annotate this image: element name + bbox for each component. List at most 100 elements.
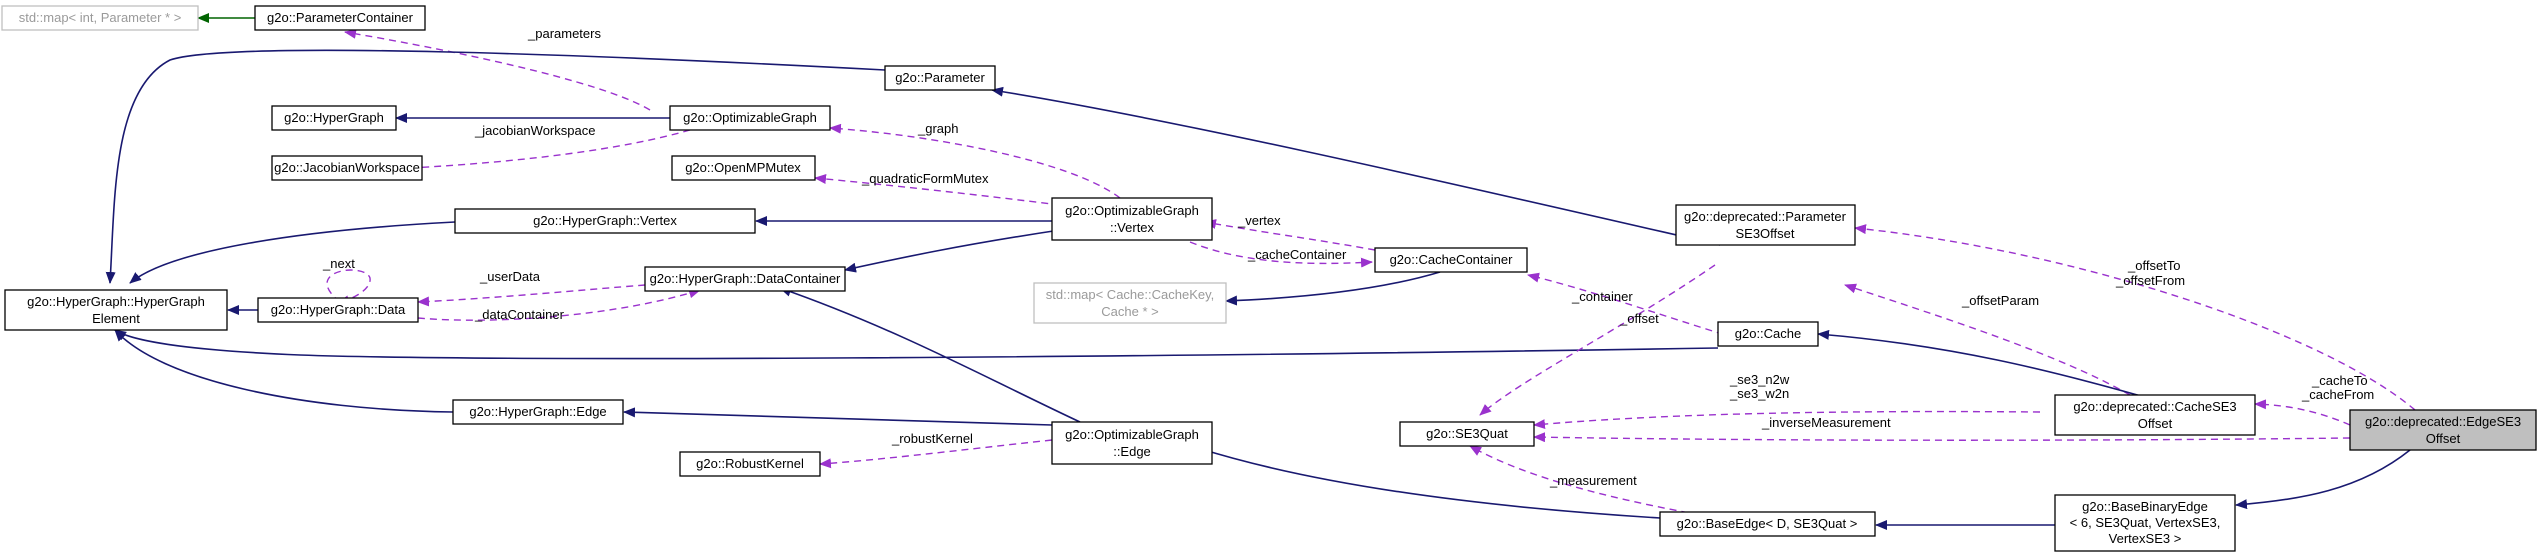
node-optimizable-graph-vertex[interactable]: g2o::OptimizableGraph ::Vertex (1051, 197, 1213, 241)
label-inverse-measurement: _inverseMeasurement (1761, 415, 1891, 430)
svg-text:g2o::OptimizableGraph: g2o::OptimizableGraph (1065, 427, 1199, 442)
svg-text:g2o::HyperGraph::DataContainer: g2o::HyperGraph::DataContainer (650, 271, 841, 286)
svg-text:g2o::HyperGraph::HyperGraph: g2o::HyperGraph::HyperGraph (27, 294, 205, 309)
svg-text:SE3Offset: SE3Offset (1735, 226, 1794, 241)
node-openmp-mutex[interactable]: g2o::OpenMPMutex (671, 155, 816, 181)
edge-parameter-element (105, 49, 886, 284)
svg-text:g2o::CacheContainer: g2o::CacheContainer (1390, 252, 1514, 267)
label-cache-container: _cacheContainer (1247, 247, 1347, 262)
edge-cache-element (114, 329, 1719, 360)
label-graph: _graph (917, 121, 958, 136)
node-robust-kernel[interactable]: g2o::RobustKernel (679, 451, 821, 477)
edge-vertex (1204, 219, 1376, 251)
svg-text:g2o::deprecated::CacheSE3: g2o::deprecated::CacheSE3 (2073, 399, 2236, 414)
label-measurement: _measurement (1549, 473, 1637, 488)
svg-text:g2o::SE3Quat: g2o::SE3Quat (1426, 426, 1508, 441)
edge-jacobian-workspace (409, 129, 691, 173)
edges (105, 13, 2416, 530)
label-se3-n2w: _se3_n2w (1729, 372, 1790, 387)
node-std-map-cache[interactable]: std::map< Cache::CacheKey, Cache * > (1033, 282, 1227, 324)
label-data-container: _dataContainer (474, 307, 565, 322)
edge-robust-kernel (819, 439, 1053, 469)
svg-text:g2o::HyperGraph::Edge: g2o::HyperGraph::Edge (469, 404, 606, 419)
svg-text:g2o::OptimizableGraph: g2o::OptimizableGraph (1065, 203, 1199, 218)
edge-user-data (417, 284, 646, 307)
svg-text:Offset: Offset (2138, 416, 2173, 431)
node-optimizable-graph[interactable]: g2o::OptimizableGraph (669, 105, 831, 131)
edge-labels: _parameters _jacobianWorkspace _graph _q… (322, 26, 2374, 488)
svg-text:VertexSE3 >: VertexSE3 > (2109, 531, 2182, 546)
label-vertex: _vertex (1237, 213, 1281, 228)
svg-text:::Vertex: ::Vertex (1110, 220, 1155, 235)
label-offset: _offset (1619, 311, 1659, 326)
svg-text:Offset: Offset (2426, 431, 2461, 446)
svg-text:g2o::ParameterContainer: g2o::ParameterContainer (267, 10, 414, 25)
edge-cachecontainer-stdmap (1225, 271, 1441, 306)
edge-quadratic-form-mutex (814, 174, 1061, 206)
edge-measurement (1469, 445, 1701, 516)
label-cache-to: _cacheTo (2311, 373, 2368, 388)
svg-text:g2o::RobustKernel: g2o::RobustKernel (696, 456, 804, 471)
node-jacobian-workspace[interactable]: g2o::JacobianWorkspace (271, 155, 423, 181)
edge-hgedge-element (114, 329, 454, 413)
label-parameters: _parameters (527, 26, 601, 41)
svg-text:g2o::Cache: g2o::Cache (1735, 326, 1802, 341)
edge-inverse-measurement (1533, 432, 2351, 443)
edge-next (326, 269, 371, 306)
label-robust-kernel: _robustKernel (891, 431, 973, 446)
label-offset-from: _offsetFrom (2115, 273, 2185, 288)
svg-text:Cache * >: Cache * > (1101, 304, 1158, 319)
svg-text:g2o::OptimizableGraph: g2o::OptimizableGraph (683, 110, 817, 125)
label-jacobian-workspace: _jacobianWorkspace (474, 123, 595, 138)
edge-edgese3offset-basebinary (2235, 449, 2411, 510)
nodes: std::map< int, Parameter * > g2o::Parame… (1, 5, 2537, 552)
node-parameter-container[interactable]: g2o::ParameterContainer (254, 5, 426, 31)
label-cache-from: _cacheFrom (2301, 387, 2374, 402)
svg-text:g2o::BaseEdge< D, SE3Quat >: g2o::BaseEdge< D, SE3Quat > (1677, 516, 1858, 531)
node-std-map-parameter[interactable]: std::map< int, Parameter * > (1, 5, 199, 31)
node-parameter[interactable]: g2o::Parameter (884, 65, 996, 91)
svg-text:g2o::HyperGraph: g2o::HyperGraph (284, 110, 384, 125)
node-cache[interactable]: g2o::Cache (1717, 321, 1819, 347)
svg-text:g2o::HyperGraph::Vertex: g2o::HyperGraph::Vertex (533, 213, 677, 228)
edge-container (1527, 272, 1736, 339)
node-base-binary-edge[interactable]: g2o::BaseBinaryEdge < 6, SE3Quat, Vertex… (2054, 494, 2236, 552)
svg-text:g2o::HyperGraph::Data: g2o::HyperGraph::Data (271, 302, 406, 317)
node-base-edge[interactable]: g2o::BaseEdge< D, SE3Quat > (1659, 511, 1876, 537)
label-se3-w2n: _se3_w2n (1729, 386, 1789, 401)
edge-se3-n2w-w2n (1533, 410, 2041, 430)
edge-cachese3offset-cache (1817, 329, 2156, 401)
label-offset-to: _offsetTo (2127, 258, 2181, 273)
svg-text:g2o::BaseBinaryEdge: g2o::BaseBinaryEdge (2082, 499, 2208, 514)
label-offset-param: _offsetParam (1961, 293, 2039, 308)
node-hypergraph-data[interactable]: g2o::HyperGraph::Data (257, 297, 419, 323)
node-optimizable-graph-edge[interactable]: g2o::OptimizableGraph ::Edge (1051, 421, 1213, 465)
svg-text:g2o::OpenMPMutex: g2o::OpenMPMutex (685, 160, 801, 175)
edge-ogvertex-datacontainer (844, 229, 1061, 273)
svg-text:g2o::deprecated::Parameter: g2o::deprecated::Parameter (1684, 209, 1847, 224)
node-parameter-se3offset[interactable]: g2o::deprecated::Parameter SE3Offset (1675, 204, 1856, 246)
svg-text:std::map< int, Parameter * >: std::map< int, Parameter * > (19, 10, 182, 25)
svg-text:Element: Element (92, 311, 140, 326)
node-cache-se3offset[interactable]: g2o::deprecated::CacheSE3 Offset (2054, 394, 2256, 436)
edge-baseedge-ogedge (1197, 446, 1661, 519)
svg-text:::Edge: ::Edge (1113, 444, 1151, 459)
node-edge-se3offset[interactable]: g2o::deprecated::EdgeSE3 Offset (2349, 409, 2537, 451)
label-user-data: _userData (479, 269, 541, 284)
edge-cache-container (1189, 241, 1373, 268)
svg-text:g2o::JacobianWorkspace: g2o::JacobianWorkspace (274, 160, 420, 175)
svg-text:std::map< Cache::CacheKey,: std::map< Cache::CacheKey, (1046, 287, 1215, 302)
edge-offset-param (1844, 283, 2131, 396)
node-hypergraph-edge[interactable]: g2o::HyperGraph::Edge (452, 399, 624, 425)
edge-hgvertex-element (129, 221, 456, 284)
node-hypergraph-element[interactable]: g2o::HyperGraph::HyperGraph Element (4, 289, 228, 331)
edge-parameters (344, 28, 651, 111)
edge-ogedge-hgedge (623, 407, 1053, 426)
node-cache-container[interactable]: g2o::CacheContainer (1374, 247, 1528, 273)
node-hypergraph-datacontainer[interactable]: g2o::HyperGraph::DataContainer (644, 266, 846, 292)
node-hypergraph[interactable]: g2o::HyperGraph (271, 105, 397, 131)
node-hypergraph-vertex[interactable]: g2o::HyperGraph::Vertex (454, 208, 756, 234)
label-container: _container (1571, 289, 1633, 304)
node-se3quat[interactable]: g2o::SE3Quat (1399, 421, 1535, 447)
